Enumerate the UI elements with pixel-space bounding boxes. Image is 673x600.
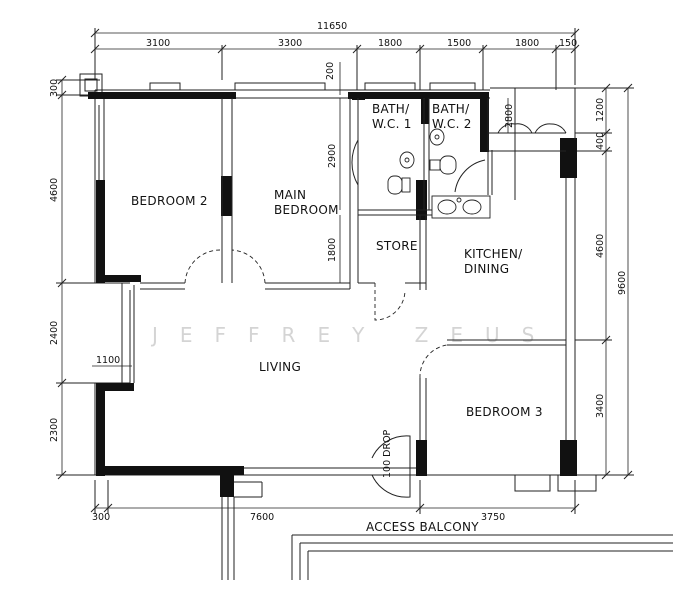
drop-label: 100 DROP bbox=[382, 429, 393, 478]
right-dimension-lines bbox=[575, 83, 634, 480]
dim-top-2: 3300 bbox=[278, 38, 302, 49]
area-label-access-balcony: ACCESS BALCONY bbox=[366, 520, 479, 534]
dim-right-3: 4600 bbox=[595, 234, 606, 258]
dim-right-4: 3400 bbox=[595, 394, 606, 418]
dim-top-small: 200 bbox=[325, 62, 336, 80]
room-label-bath-2-line2: W.C. 2 bbox=[432, 117, 472, 131]
room-label-bath-2-line1: BATH/ bbox=[432, 102, 470, 116]
dim-right-1: 1200 bbox=[595, 98, 606, 122]
thick-walls bbox=[88, 92, 577, 497]
kitchen-sink bbox=[431, 195, 491, 219]
dim-right-2: 400 bbox=[595, 132, 606, 150]
top-dimension-lines bbox=[90, 28, 580, 95]
dim-inner-2800: 2800 bbox=[504, 104, 515, 128]
room-label-bath-1-line2: W.C. 1 bbox=[372, 117, 412, 131]
bathroom-fixtures bbox=[387, 128, 457, 195]
dim-bottom-right: 3750 bbox=[481, 512, 505, 523]
dim-inner-2900: 2900 bbox=[327, 144, 338, 168]
room-label-bath-1-line1: BATH/ bbox=[372, 102, 410, 116]
room-label-main-bedroom-1: MAIN bbox=[274, 188, 306, 202]
inner-dimension-lines bbox=[339, 98, 509, 283]
room-label-bedroom-3: BEDROOM 3 bbox=[466, 405, 543, 419]
room-label-store: STORE bbox=[376, 239, 418, 253]
bottom-dimension-lines bbox=[90, 480, 580, 514]
dim-top-3: 1800 bbox=[378, 38, 402, 49]
watermark-text: JEFFREY ZEUS bbox=[150, 323, 556, 347]
interior-walls bbox=[140, 87, 576, 440]
dim-top-5: 1800 bbox=[515, 38, 539, 49]
dim-1100: 1100 bbox=[96, 355, 120, 366]
dim-top-6: 150 bbox=[559, 38, 577, 49]
door-swings bbox=[184, 123, 567, 498]
dim-inner-1800: 1800 bbox=[327, 238, 338, 262]
dim-right-total: 9600 bbox=[617, 271, 628, 295]
dim-bottom-300: 300 bbox=[92, 512, 110, 523]
dim-top-4: 1500 bbox=[447, 38, 471, 49]
dim-left-3: 2400 bbox=[49, 321, 60, 345]
room-label-kitchen-line1: KITCHEN/ bbox=[464, 247, 523, 261]
dim-left-2: 4600 bbox=[49, 178, 60, 202]
room-label-living: LIVING bbox=[259, 360, 301, 374]
room-label-bedroom-2: BEDROOM 2 bbox=[131, 194, 208, 208]
room-label-main-bedroom-2: BEDROOM bbox=[274, 203, 339, 217]
dim-top-1: 3100 bbox=[146, 38, 170, 49]
dim-left-1: 300 bbox=[49, 79, 60, 97]
dim-bottom-left: 7600 bbox=[250, 512, 274, 523]
access-balcony-outline bbox=[221, 481, 673, 580]
room-label-kitchen-line2: DINING bbox=[464, 262, 509, 276]
dim-left-4: 2300 bbox=[49, 418, 60, 442]
dim-total-width: 11650 bbox=[317, 21, 347, 32]
